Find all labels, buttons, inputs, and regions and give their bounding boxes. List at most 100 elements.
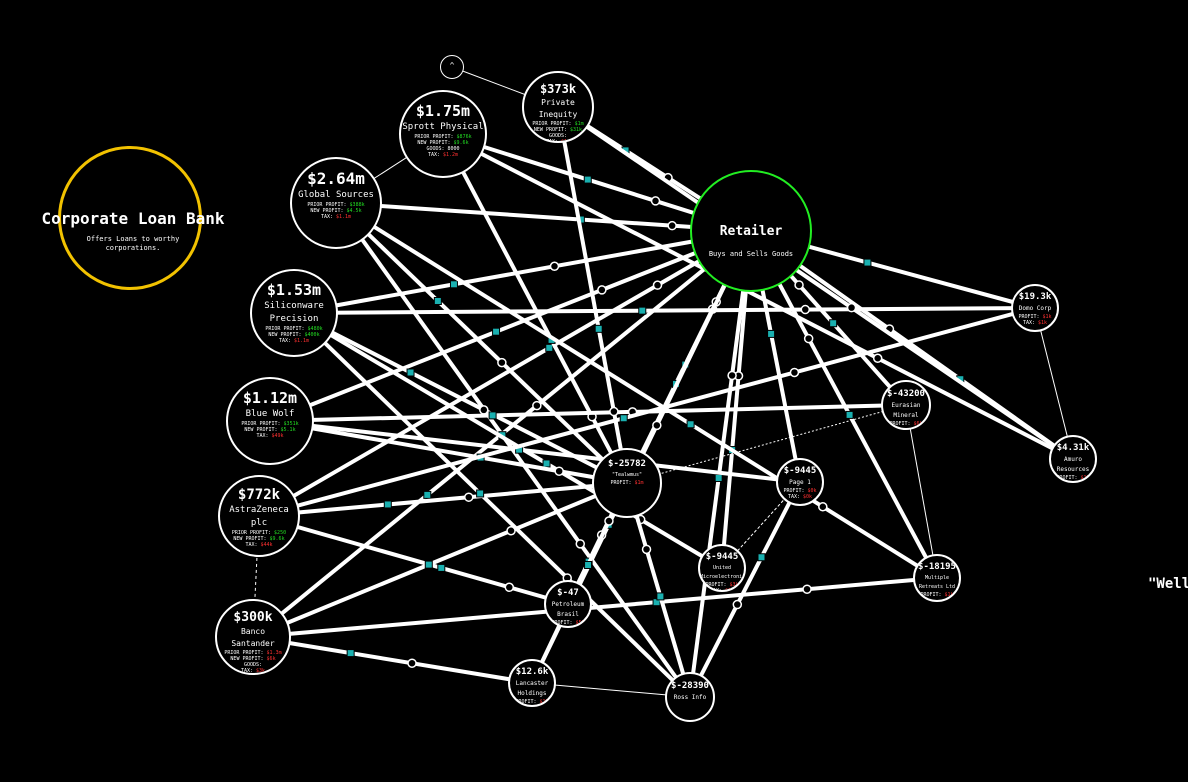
coin-marker[interactable] [667,220,677,231]
shipment-marker[interactable] [406,368,415,377]
coin-marker[interactable] [652,420,662,431]
shipment-marker[interactable] [638,306,647,315]
connection-line [334,201,629,485]
connection-line [335,201,752,233]
shipment-marker[interactable] [488,411,497,420]
shipment-marker[interactable] [714,473,723,482]
coin-marker[interactable] [597,285,607,295]
company-stat-row: TAX: $3k [217,668,289,673]
stat-label: TAX: [1022,320,1039,326]
shipment-marker[interactable] [829,319,838,328]
company-stat-row: PRIOR PROFIT: $1.3m [217,650,289,656]
shipment-marker[interactable] [476,489,485,498]
company-name: Multiple Retreats Ltd [918,575,956,590]
connection-line [258,514,569,606]
corporate-loan-bank-node[interactable]: Corporate Loan Bank Offers Loans to wort… [41,146,225,290]
coin-marker[interactable] [609,406,619,417]
coin-marker[interactable] [732,599,743,610]
coin-marker[interactable] [802,584,812,594]
shipment-marker[interactable] [545,343,554,352]
stat-value: $1k [1042,314,1052,320]
company-stat-row: PRIOR PROFIT: $876k [401,134,485,140]
coin-marker[interactable] [549,261,560,272]
company-name: AstraZeneca plc [229,505,289,528]
stat-label: TAX: [245,542,261,548]
shipment-marker[interactable] [583,175,592,184]
coin-marker[interactable] [818,502,828,512]
coin-marker[interactable] [479,405,489,415]
coin-marker[interactable] [532,400,542,411]
coin-marker[interactable] [604,516,614,526]
coin-marker[interactable] [789,367,800,378]
company-stat-row: GOODS: [524,133,592,139]
company-name: Global Sources [298,190,374,200]
coin-marker[interactable] [554,466,564,476]
shipment-marker[interactable] [845,410,854,419]
coin-marker[interactable] [872,353,883,363]
small-node[interactable]: ^ [440,55,464,79]
company-name: Page 1 [789,479,811,486]
company-stat-row: PROFIT: $6k [883,421,929,427]
stat-label: TAX: [709,588,726,592]
shipment-marker[interactable] [767,329,776,338]
shipment-marker[interactable] [492,327,501,336]
connection-line [257,229,753,518]
coin-marker[interactable] [464,492,474,502]
connection-line [334,201,939,580]
company-node-node-25782[interactable]: $-25782"Tealwmus"PROFIT: $1m [592,448,662,518]
shipment-marker[interactable] [424,560,433,569]
shipment-marker[interactable] [656,592,665,601]
shipment-marker[interactable] [863,258,872,267]
shipment-marker[interactable] [757,553,766,562]
shipment-marker[interactable] [594,324,603,333]
coin-marker[interactable] [727,370,737,381]
stat-value: $400k [304,332,320,338]
coin-marker[interactable] [803,333,814,344]
shipment-marker[interactable] [423,490,432,499]
retailer-node[interactable]: Retailer Buys and Sells Goods [690,170,812,292]
shipment-marker[interactable] [346,649,355,658]
shipment-marker[interactable] [433,297,442,305]
coin-marker[interactable] [800,304,811,315]
coin-marker[interactable] [575,539,586,549]
shipment-marker[interactable] [686,420,695,429]
coin-marker[interactable] [652,280,663,290]
connection-line [749,230,939,579]
connection-line [269,419,628,485]
coin-marker[interactable] [794,280,804,290]
coin-marker[interactable] [641,544,652,555]
stat-value: $4.5k [346,208,362,214]
coin-marker[interactable] [846,302,857,313]
shipment-marker[interactable] [542,459,551,468]
stat-label: PROFIT: [889,421,914,427]
coin-marker[interactable] [506,525,516,536]
shipment-marker[interactable] [584,561,593,569]
stat-value: $1.1m [336,214,352,220]
shipment-marker[interactable] [619,414,628,423]
company-name: "Tealwmus" [611,472,643,478]
coin-marker[interactable] [407,658,417,668]
shipment-marker[interactable] [437,563,446,572]
coin-marker[interactable] [497,357,507,368]
stat-value: $351k [283,421,299,427]
coin-marker[interactable] [650,196,661,206]
shipment-marker[interactable] [449,280,458,289]
coin-marker[interactable] [504,582,515,593]
shipment-marker[interactable] [383,500,392,509]
